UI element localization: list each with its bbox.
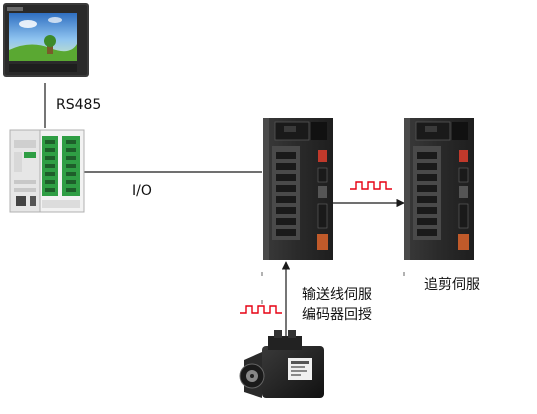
pulse-waveform-icon — [240, 305, 282, 314]
servo-motor-icon — [239, 330, 324, 398]
pulse-waveform-icon — [350, 181, 392, 190]
flying-shear-servo-label: 追剪伺服 — [424, 277, 480, 293]
io-label: I/O — [132, 183, 152, 199]
servo-drive-icon — [263, 118, 333, 260]
rs485-label: RS485 — [56, 97, 102, 113]
touch-panel-icon — [3, 3, 89, 77]
encoder-feedback-label: 编码器回授 — [302, 307, 372, 323]
plc-controller-icon — [9, 129, 85, 213]
servo-drive-icon — [404, 118, 474, 260]
conveyor-servo-label: 输送线伺服 — [302, 287, 372, 303]
